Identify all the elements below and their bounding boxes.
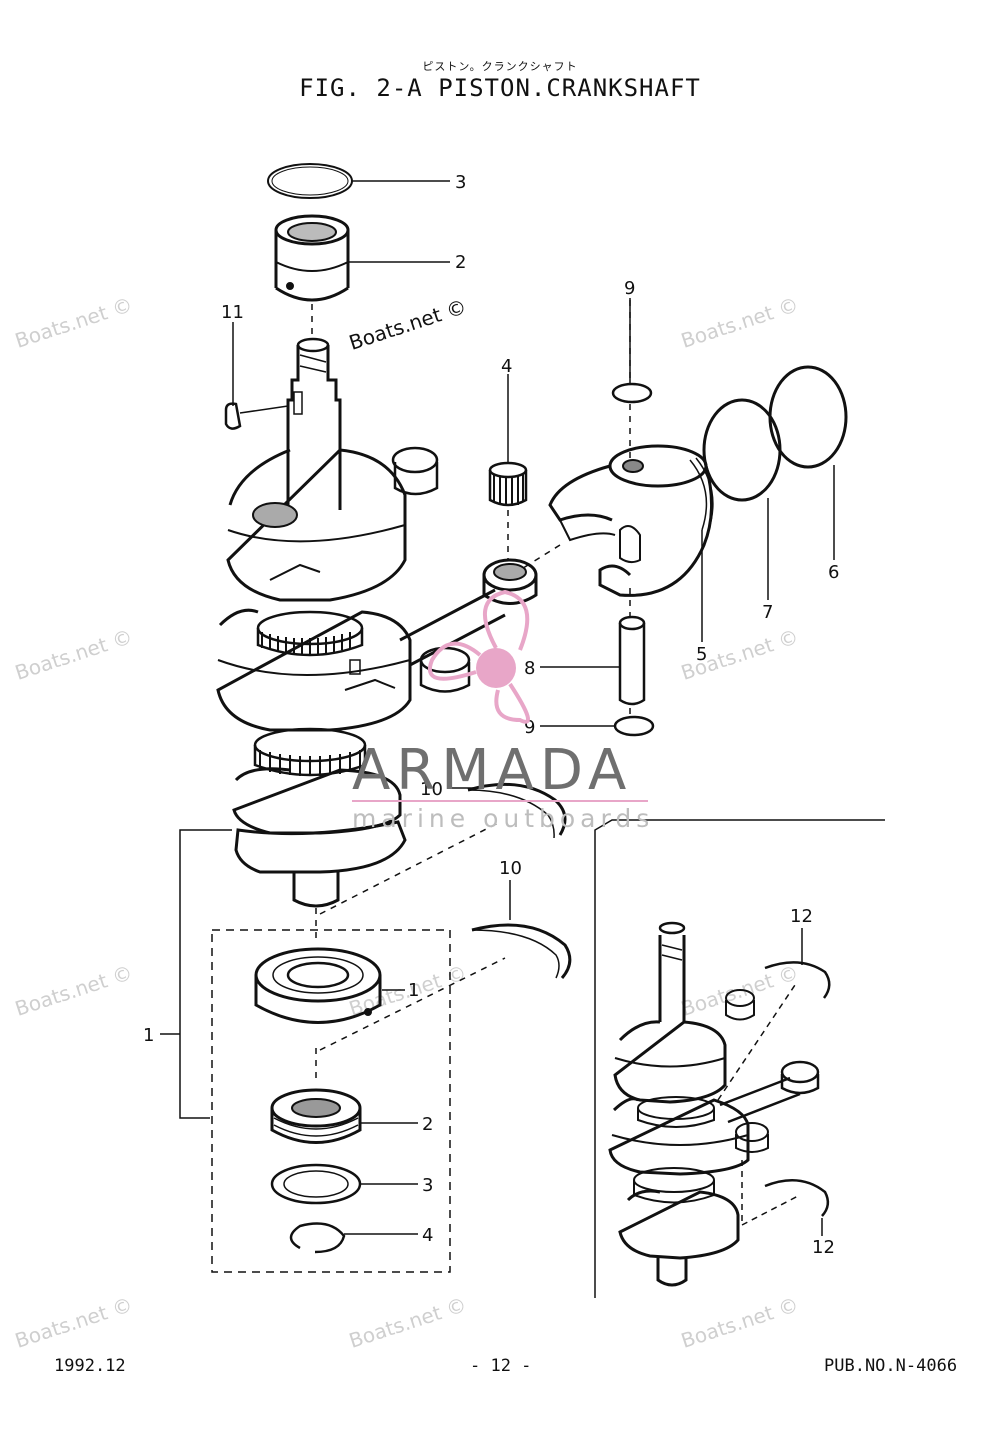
callout-8: 8 (524, 658, 535, 679)
inset-clip (764, 1179, 830, 1217)
callout-4: 4 (422, 1225, 433, 1246)
inset-crankshaft (608, 921, 820, 1287)
armada-logo-tagline: marine outboards (352, 804, 655, 833)
piston-ring (768, 365, 848, 469)
callout-2: 2 (422, 1114, 433, 1135)
callout-10: 10 (499, 858, 522, 879)
callout-4: 4 (501, 356, 512, 377)
thrust-washer (471, 923, 572, 979)
callout-3: 3 (455, 172, 466, 193)
small-needle-bearing (488, 461, 528, 507)
callout-3: 3 (422, 1175, 433, 1196)
callout-9: 9 (624, 278, 635, 299)
figure-title: FIG. 2-A PISTON.CRANKSHAFT (299, 74, 701, 102)
footer-publication-number: PUB.NO.N-4066 (824, 1356, 958, 1376)
thrust-washer (467, 782, 567, 836)
inset-frame (594, 819, 885, 1298)
callout-11: 11 (221, 302, 244, 323)
inset-clip (764, 961, 831, 999)
ball-bearing (254, 947, 382, 1024)
piston-pin-clip (611, 382, 653, 404)
woodruff-key (224, 402, 242, 430)
callout-1: 1 (408, 980, 419, 1001)
footer-page-number: - 12 - (470, 1356, 532, 1376)
oil-seal (270, 1088, 362, 1144)
japanese-caption: ピストン。クランクシャフト (422, 60, 578, 73)
piston (548, 444, 714, 597)
armada-propeller-logo (428, 589, 530, 724)
footer-date: 1992.12 (54, 1356, 126, 1376)
o-ring-part (267, 163, 353, 199)
piston-pin-clip (613, 715, 655, 737)
callout-7: 7 (762, 602, 773, 623)
armada-logo-text: ARMADA (352, 738, 633, 803)
callout-1: 1 (143, 1025, 154, 1046)
callout-12: 12 (790, 906, 813, 927)
callout-5: 5 (696, 644, 707, 665)
crankshaft-assembly (216, 337, 538, 908)
piston-pin (618, 615, 646, 706)
callout-10: 10 (420, 779, 443, 800)
callout-12: 12 (812, 1237, 835, 1258)
callout-2: 2 (455, 252, 466, 273)
callout-9: 9 (524, 717, 535, 738)
logo-divider (352, 800, 648, 802)
circlip (289, 1222, 346, 1254)
callout-6: 6 (828, 562, 839, 583)
bearing-kit-group (211, 929, 451, 1273)
upper-bearing-housing (274, 214, 350, 302)
